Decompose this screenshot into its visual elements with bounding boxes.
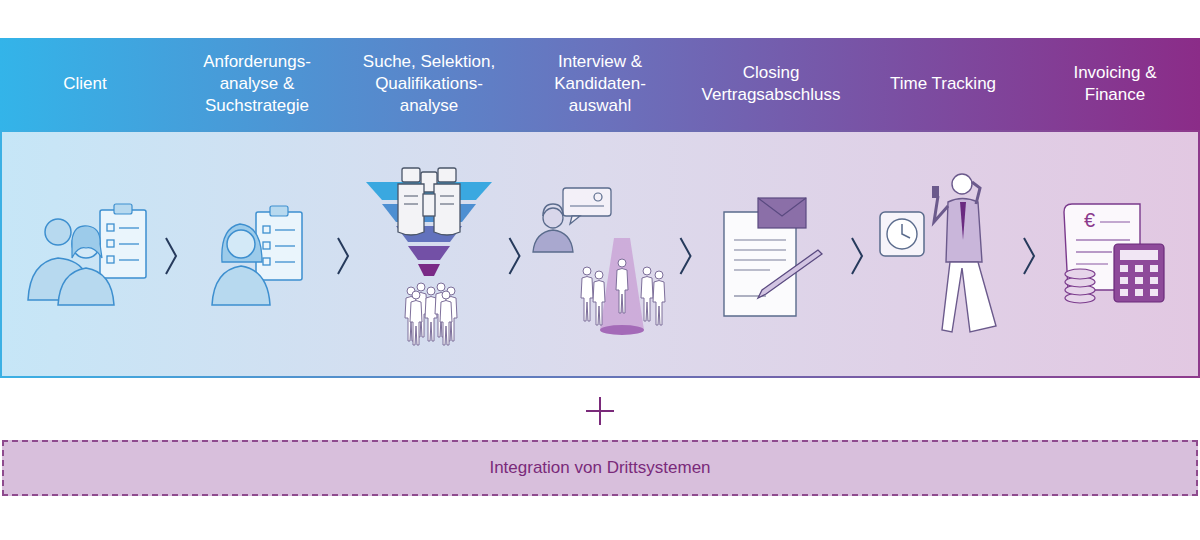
step-header: Time Tracking [863,38,1023,130]
process-step: Time Tracking [863,38,1023,373]
step-chevron [681,238,691,274]
band-title: Integration von Drittsystemen [489,458,710,478]
chevron-path [1024,238,1034,274]
step-chevron [338,238,348,274]
step-title: Time Tracking [868,73,1018,95]
chevron-path [166,238,176,274]
step-title: Closing Vertragsabschluss [692,62,850,106]
step-chevron [510,238,520,274]
process-step: Invoicing & Finance [1035,38,1195,373]
process-step: Anforderungs- analyse & Suchstrategie [177,38,337,373]
step-header: Invoicing & Finance [1035,38,1195,130]
chevron-path [510,238,520,274]
step-chevron [852,238,862,274]
step-title: Client [10,73,160,95]
step-title: Anforderungs- analyse & Suchstrategie [187,51,327,117]
process-step: Client [5,38,165,373]
chevron-path [681,238,691,274]
step-header: Anforderungs- analyse & Suchstrategie [177,38,337,130]
process-step: Closing Vertragsabschluss [691,38,851,373]
process-step: Interview & Kandidaten- auswahl [520,38,680,373]
step-header: Interview & Kandidaten- auswahl [520,38,680,130]
step-title: Suche, Selektion, Qualifikations- analys… [354,51,504,117]
integration-band: Integration von Drittsystemen [2,440,1198,496]
currency-sign: € [1084,210,1095,230]
step-title: Invoicing & Finance [1050,62,1180,106]
step-chevron [1024,238,1034,274]
process-step: Suche, Selektion, Qualifikations- analys… [349,38,509,373]
step-header: Closing Vertragsabschluss [691,38,851,130]
step-header: Suche, Selektion, Qualifikations- analys… [349,38,509,130]
step-chevron [166,238,176,274]
chevron-path [852,238,862,274]
step-header: Client [5,38,165,130]
chevron-path [338,238,348,274]
step-title: Interview & Kandidaten- auswahl [530,51,670,117]
